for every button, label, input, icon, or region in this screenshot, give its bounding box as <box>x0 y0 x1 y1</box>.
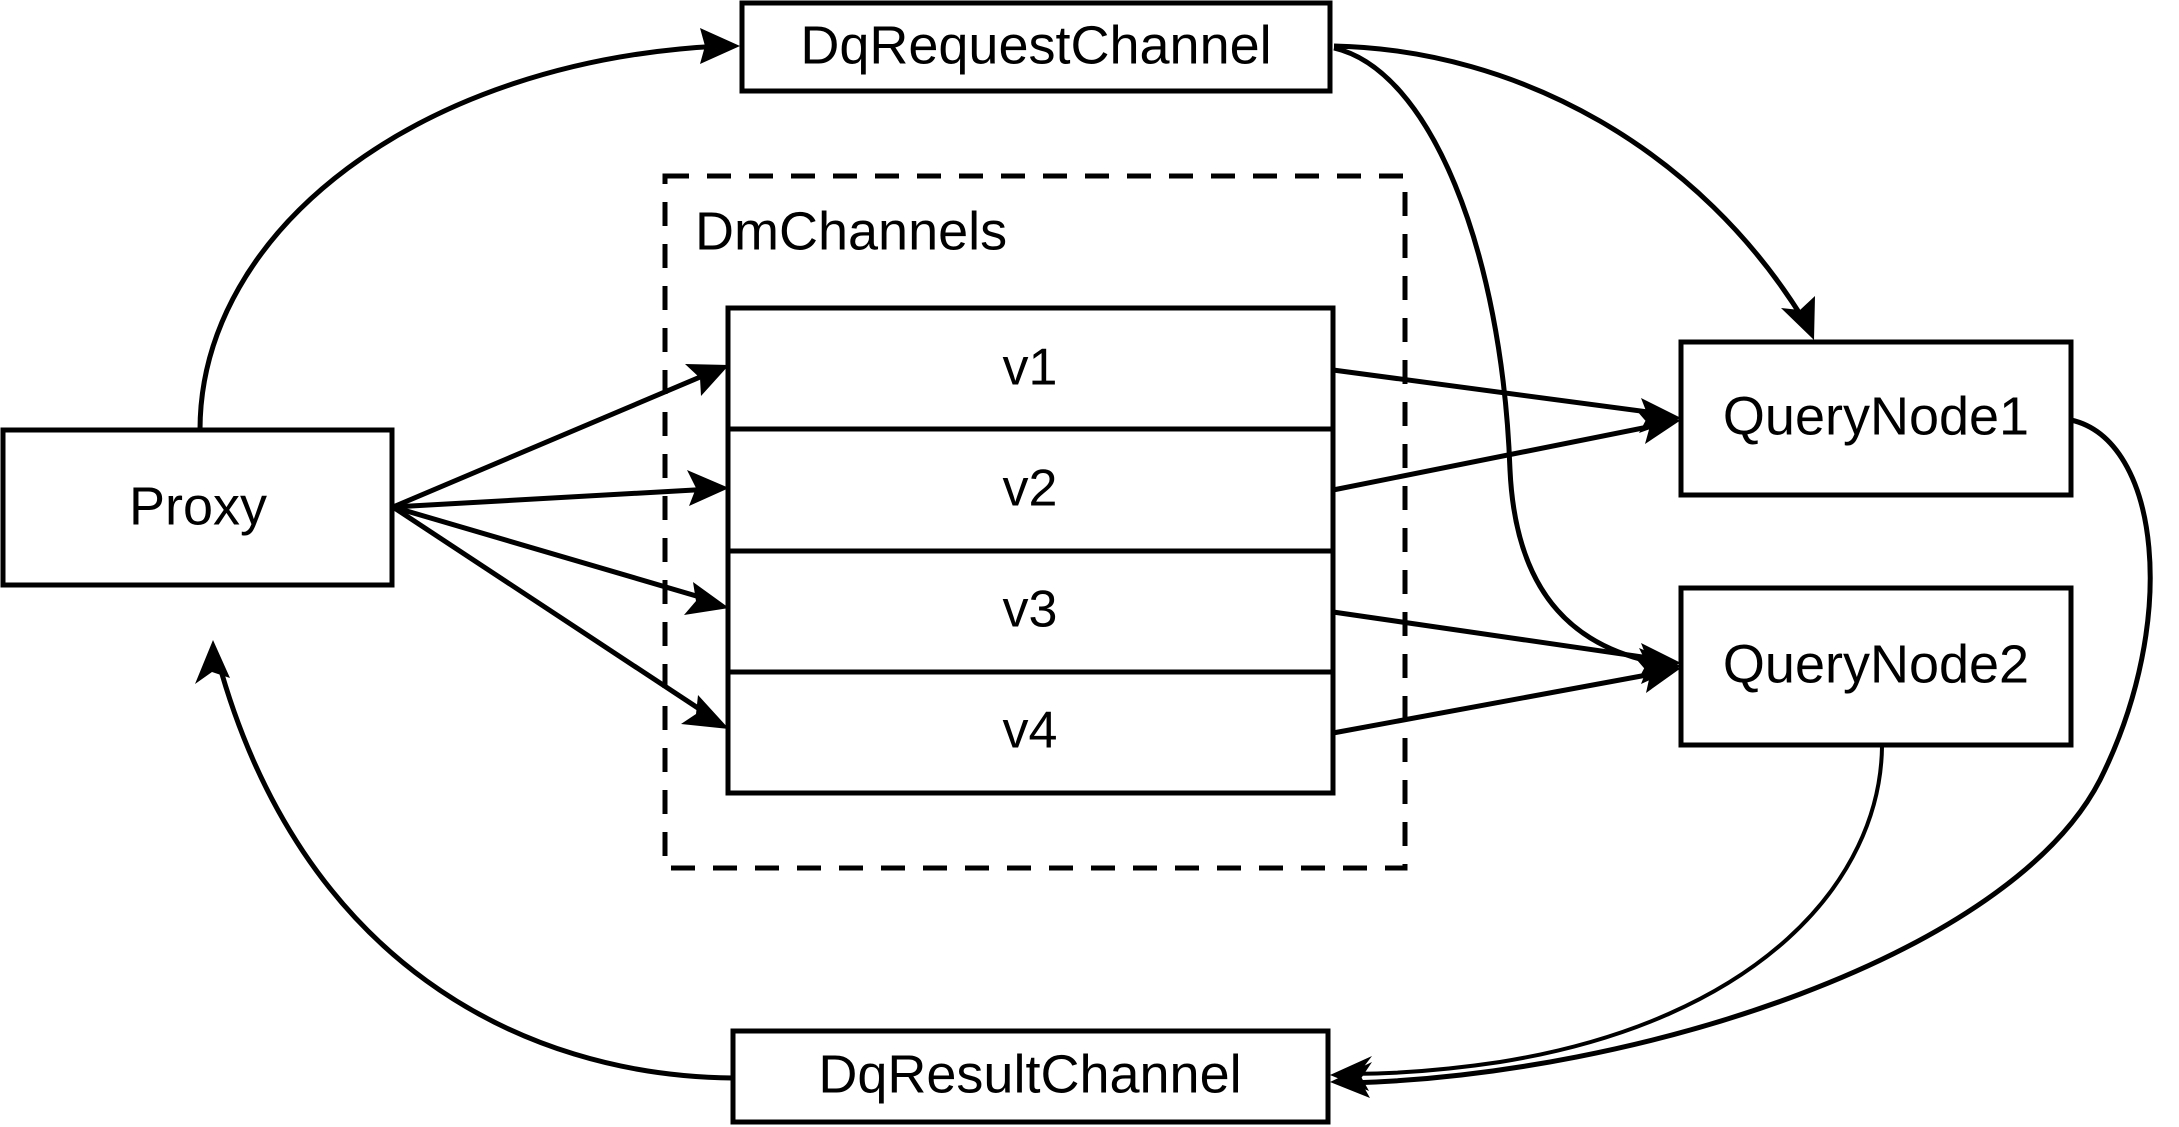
shard-channel-stack: v1 v2 v3 v4 <box>725 305 1336 796</box>
arrow-head-icon <box>685 364 729 396</box>
edge-proxy-to-v1 <box>392 364 729 510</box>
edge-proxy-to-dqrequestchannel <box>197 28 740 431</box>
arrow-head-icon <box>1330 1056 1372 1091</box>
edge-dqresultchannel-to-proxy <box>195 640 734 1081</box>
edge-querynode2-to-dqresultchannel <box>1330 746 1884 1091</box>
edge-v2-to-querynode1 <box>1332 411 1681 493</box>
node-dqresultchannel[interactable]: DqResultChannel <box>730 1028 1331 1125</box>
node-dqrequestchannel[interactable]: DqRequestChannel <box>739 0 1333 94</box>
shard-item-v4[interactable]: v4 <box>1003 702 1058 760</box>
edge-dqrequestchannel-to-querynode2 <box>1333 45 1681 684</box>
shard-item-v1[interactable]: v1 <box>1003 339 1058 397</box>
arrow-head-icon <box>681 695 729 729</box>
dmchannels-group: DmChannels <box>662 173 1408 871</box>
node-querynode2[interactable]: QueryNode2 <box>1678 585 2074 748</box>
node-proxy[interactable]: Proxy <box>0 427 395 588</box>
node-dqresultchannel-box[interactable] <box>730 1028 1331 1125</box>
edge-proxy-to-v4 <box>391 504 729 729</box>
arrow-head-icon <box>687 470 729 506</box>
dmchannels-group-label: DmChannels <box>695 201 1007 261</box>
arrow-head-icon <box>1781 296 1815 340</box>
node-querynode1-box[interactable] <box>1678 339 2074 498</box>
arrow-head-icon <box>700 28 740 64</box>
arrow-head-icon <box>1637 411 1681 444</box>
node-proxy-box[interactable] <box>0 427 395 588</box>
edge-proxy-to-v2 <box>392 470 729 510</box>
edge-dqrequestchannel-to-querynode1 <box>1333 43 1815 340</box>
edge-querynode1-to-dqresultchannel <box>1330 417 2153 1098</box>
arrow-head-icon <box>684 582 729 615</box>
node-dqresultchannel-label: DqResultChannel <box>818 1044 1241 1104</box>
node-querynode1[interactable]: QueryNode1 <box>1678 339 2074 498</box>
edge-proxy-to-v3 <box>392 504 729 615</box>
shard-item-v3[interactable]: v3 <box>1003 581 1058 639</box>
node-querynode2-box[interactable] <box>1678 585 2074 748</box>
node-dqrequestchannel-label: DqRequestChannel <box>800 15 1271 75</box>
edge-v4-to-querynode2 <box>1332 660 1681 736</box>
arrow-head-icon <box>1637 660 1681 693</box>
node-dqrequestchannel-box[interactable] <box>739 0 1333 94</box>
node-querynode2-label: QueryNode2 <box>1723 634 2029 694</box>
shard-item-v2[interactable]: v2 <box>1003 460 1058 518</box>
node-querynode1-label: QueryNode1 <box>1723 386 2029 446</box>
arrow-head-icon <box>195 640 230 684</box>
edge-v3-to-querynode2 <box>1332 609 1681 678</box>
node-proxy-label: Proxy <box>129 476 267 536</box>
